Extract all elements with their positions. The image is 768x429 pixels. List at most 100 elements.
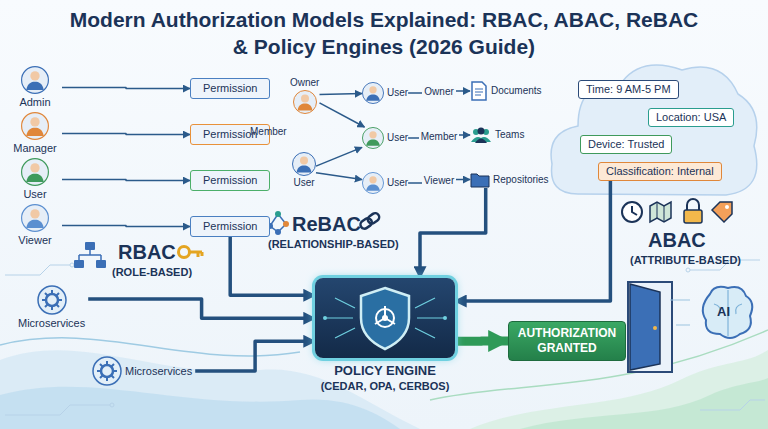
icon-part: [30, 209, 39, 218]
icon-part: [267, 211, 289, 235]
icon-part: [26, 128, 44, 136]
icon-part: [37, 285, 67, 315]
icon-part: [366, 184, 380, 190]
connector-arrow: [320, 103, 365, 127]
section-label: (ATTRIBUTE-BASED): [630, 254, 741, 267]
user-icon: Owner: [290, 76, 319, 114]
icon-part: [628, 282, 672, 372]
icon-part: [362, 82, 383, 103]
icon-part: [362, 127, 383, 148]
microservice-icon: Microservices: [15, 285, 88, 332]
connector-arrow: [316, 147, 362, 166]
icon-part: [725, 205, 729, 209]
connector-arrow: [316, 173, 362, 180]
person-icon: [293, 90, 317, 114]
node-label: User: [293, 177, 314, 189]
icon-part: [46, 294, 58, 306]
permission-box: Permission: [190, 78, 270, 99]
icon-part: [703, 287, 752, 338]
icon-part: [700, 400, 765, 410]
icon-part: [472, 82, 486, 100]
icon-part: [686, 268, 690, 272]
node-label: Classification: Internal: [606, 165, 714, 178]
icon-part: [670, 300, 690, 325]
person-icon: [362, 127, 384, 149]
person-icon: [21, 66, 49, 94]
icon-part: [628, 282, 672, 372]
icon-part: [520, 378, 768, 429]
role-icon: User: [8, 158, 62, 201]
icon-part: [622, 202, 642, 222]
icon-part: [301, 95, 309, 103]
icon-part: [470, 350, 768, 429]
icon-part: [470, 126, 492, 144]
user-icon: User: [292, 152, 316, 190]
icon-part: [22, 113, 49, 140]
connector-arrow: [420, 188, 486, 278]
node-label: User: [387, 87, 408, 99]
icon-part: [471, 137, 491, 142]
edge-label: Viewer: [422, 175, 456, 187]
attribute-tag: Time: 9 AM-5 PM: [578, 80, 679, 99]
title: Modern Authorization Models Explained: R…: [60, 6, 708, 60]
icon-part: [366, 94, 380, 100]
role-icon: Admin: [8, 66, 62, 109]
icon-part: [361, 288, 409, 349]
icon-part: [30, 163, 39, 172]
icon-part: [551, 65, 757, 195]
resource-item: Repositories: [470, 171, 549, 188]
icon-part: [97, 361, 117, 381]
icon-part: [42, 290, 62, 310]
icon-part: [70, 263, 74, 267]
icon-part: [366, 212, 380, 225]
connector-arrow: [62, 88, 190, 89]
connector-arrow: [62, 226, 190, 227]
ai-label: AI: [717, 304, 730, 320]
icon-part: [5, 260, 765, 415]
icon-part: [38, 286, 66, 314]
role-icon: Manager: [8, 112, 62, 155]
section-label: RBAC: [118, 240, 176, 264]
resource-item: Documents: [470, 81, 542, 101]
resource-item: Teams: [470, 126, 524, 144]
icon-part: [362, 172, 384, 194]
icon-part: [315, 278, 455, 358]
icon-part: [21, 66, 49, 94]
node-label: Time: 9 AM-5 PM: [586, 83, 671, 96]
policy-engine: POLICY ENGINE(CEDAR, OPA, CERBOS): [315, 278, 455, 393]
gear-icon: [92, 356, 122, 386]
icon-part: [22, 67, 49, 94]
icon-part: [687, 199, 699, 210]
edge-label: Member: [419, 131, 460, 143]
user-icon: User: [362, 82, 408, 104]
icon-part: [369, 131, 376, 138]
node-label: Microservices: [125, 365, 192, 378]
icon-part: [714, 290, 742, 336]
icon-part: [92, 356, 122, 386]
gear-icon: [37, 285, 67, 315]
resource-icon: [470, 81, 488, 101]
icon-part: [101, 365, 113, 377]
person-icon: [362, 82, 384, 104]
icon-part: [179, 247, 190, 258]
icon-part: [179, 247, 203, 258]
user-icon: User: [362, 127, 408, 149]
granted-box: AUTHORIZATION GRANTED: [508, 321, 626, 361]
person-icon: [21, 112, 49, 140]
icon-part: [443, 316, 447, 320]
node-label: Teams: [495, 129, 524, 141]
node-label: AUTHORIZATION GRANTED: [517, 326, 617, 356]
icon-part: [293, 90, 317, 114]
node-label: User: [387, 177, 408, 189]
user-icon: User: [362, 172, 408, 194]
icon-part: [275, 211, 281, 217]
section-label: ReBAC: [292, 212, 361, 236]
permission-box: Permission: [190, 170, 270, 191]
person-icon: [362, 172, 384, 194]
icon-part: [189, 252, 202, 257]
permission-box: Permission: [190, 216, 270, 237]
icon-part: [650, 202, 671, 222]
icon-part: [630, 284, 660, 370]
icon-part: [300, 157, 308, 165]
